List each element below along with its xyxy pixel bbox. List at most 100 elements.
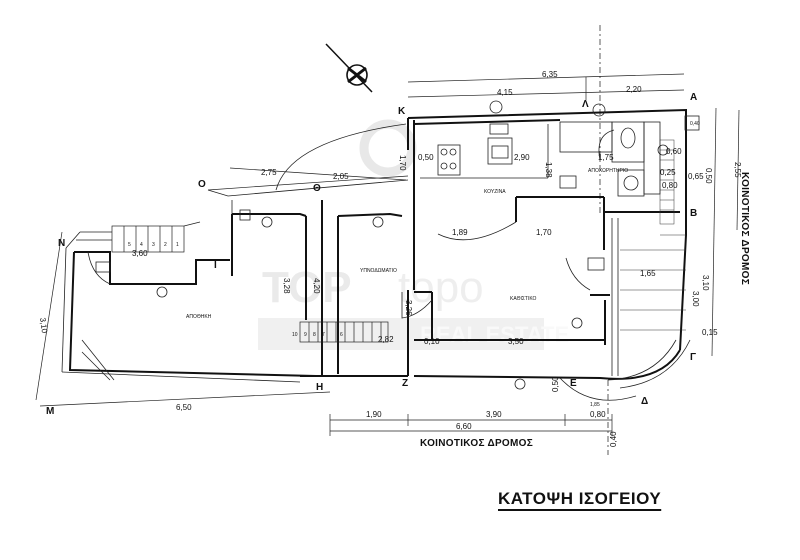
dim-upper-b: 2,05: [333, 172, 349, 181]
dim-top-right: 2,20: [626, 85, 642, 94]
stair-step-4: 4: [140, 242, 143, 248]
dim-bottom-d: 0,50: [551, 376, 560, 392]
dim-vert-c: 3,26: [404, 300, 413, 316]
stair-step-6: 6: [340, 332, 343, 338]
dim-right-a: 0,65: [688, 172, 704, 181]
dim-right-total: 2,55: [733, 162, 742, 178]
room-label-bedroom: ΥΠΝΟΔΩΜΑΤΙΟ: [360, 268, 397, 274]
stair-step-7: 7: [322, 332, 325, 338]
dim-kitchen-a: 0,50: [418, 153, 434, 162]
dim-wc-b: 0,60: [666, 147, 682, 156]
stair-step-9: 9: [304, 332, 307, 338]
interior-dimensions: 0,50 2,90 1,38 1,75 0,25 1,89 1,70 1,65 …: [282, 121, 700, 408]
dim-top-total: 6,35: [542, 70, 558, 79]
dim-living-f: 2,82: [378, 335, 394, 344]
stair-step-8: 8: [313, 332, 316, 338]
middle-staircase: 10 9 8 7 6: [292, 321, 389, 343]
dim-upper-c: 1,70: [398, 155, 407, 171]
dim-left-bottom: 6,50: [176, 403, 192, 412]
corner-M: Μ: [46, 406, 54, 417]
level-marker-icon: [372, 216, 384, 228]
dim-right-side: 3,10: [701, 275, 710, 291]
level-marker-icon: [261, 216, 273, 228]
plan-title: ΚΑΤΟΨΗ ΙΣΟΓΕΙΟΥ: [498, 489, 662, 508]
corner-O: Ο: [198, 179, 206, 190]
dim-bottom-a: 1,90: [366, 410, 382, 419]
dim-vert-a: 3,28: [282, 278, 291, 294]
left-dimension-chain: 6,50 3,10: [35, 231, 331, 412]
level-tags: [95, 115, 700, 273]
dim-living-c: 1,65: [640, 269, 656, 278]
watermark-topo: topo: [398, 263, 484, 312]
road-label-bottom: ΚΟΙΝΟΤΙΚΟΣ ΔΡΟΜΟΣ: [420, 438, 533, 449]
corner-G: Γ: [690, 352, 696, 363]
dim-wc-a: 0,80: [662, 181, 678, 190]
dim-kitchen-c: 1,38: [544, 162, 553, 178]
right-stair-strip: [620, 139, 686, 331]
north-arrow-icon: [325, 43, 373, 93]
corner-N: Ν: [58, 238, 65, 249]
top-dimension-chain: 6,35 4,15 2,20: [407, 70, 685, 100]
room-label-storage: ΑΠΟΘΗΚΗ: [186, 314, 212, 320]
dim-small-label: 0,40: [690, 121, 700, 127]
dim-vert-b: 4,20: [312, 278, 321, 294]
corner-I: Ι: [214, 260, 217, 271]
dim-kitchen-d: 1,75: [598, 153, 614, 162]
dim-top-left: 4,15: [497, 88, 513, 97]
corner-Z: Ζ: [402, 378, 408, 389]
room-label-kitchen: ΚΟΥΖΙΝΑ: [484, 189, 506, 195]
watermark: TOP topo REAL ESTATE: [258, 119, 569, 350]
level-markers: [156, 100, 669, 390]
watermark-real-estate: REAL ESTATE: [420, 322, 569, 347]
dim-bottom-c: 0,80: [590, 410, 606, 419]
level-marker-icon: [514, 378, 526, 390]
room-label-wc: ΑΠΟΧΩΡΗΤΗΡΙΟ: [588, 168, 628, 174]
stair-step-2: 2: [164, 242, 167, 248]
corner-A: Α: [690, 92, 697, 103]
level-marker-icon: [156, 286, 168, 298]
dim-left-side: 3,10: [38, 317, 49, 334]
right-dimension-chain: 2,55 3,10 3,00 0,65 0,50 0,15: [688, 107, 742, 357]
dim-right-lower: 3,00: [691, 291, 700, 307]
corner-E: Ε: [570, 378, 577, 389]
main-walls: [61, 108, 691, 389]
level-marker-icon: [489, 100, 503, 114]
dim-kitchen-b: 2,90: [514, 153, 530, 162]
corner-labels: Α Λ Κ Β Γ Δ Ε Ζ Η Θ Ι Ο Ν Μ: [46, 92, 697, 417]
dim-living-b: 1,70: [536, 228, 552, 237]
dim-corner: 1,85: [590, 402, 600, 408]
stair-step-5: 5: [128, 242, 131, 248]
stair-step-10: 10: [292, 332, 298, 338]
wc-fixtures: [559, 121, 661, 197]
kitchen-fixtures: [420, 123, 549, 179]
dim-bottom-total: 6,60: [456, 422, 472, 431]
corner-Th: Θ: [313, 183, 321, 194]
corner-L: Λ: [582, 99, 589, 110]
level-marker-icon: [657, 144, 669, 156]
level-marker-icon: [571, 317, 583, 329]
dim-living-e: 0,10: [424, 337, 440, 346]
corner-H: Η: [316, 382, 323, 393]
door-swings: [87, 123, 637, 401]
dim-bottom-b: 3,90: [486, 410, 502, 419]
upper-dimension-chain: 2,75 2,05 1,70: [207, 155, 409, 191]
road-label-right: ΚΟΙΝΟΤΙΚΟΣ ΔΡΟΜΟΣ: [739, 172, 750, 285]
corner-D: Δ: [641, 396, 648, 407]
dim-right-b: 0,50: [704, 168, 713, 184]
stair-step-3: 3: [152, 242, 155, 248]
room-label-living: ΚΑΘΙΣΤΙΚΟ: [510, 296, 537, 302]
dim-kitchen-e: 0,25: [660, 168, 676, 177]
bottom-dimension-chain: 1,90 3,90 0,80 6,60 0,50 0,40: [329, 376, 618, 447]
dim-bottom-e: 0,40: [609, 431, 618, 447]
watermark-pin-icon: [359, 119, 417, 177]
corner-K: Κ: [398, 106, 406, 117]
dim-right-c: 0,15: [702, 328, 718, 337]
storage-staircase: 1 2 3 4 5 3,60: [76, 221, 201, 258]
dim-living-a: 1,89: [452, 228, 468, 237]
dim-upper-a: 2,75: [261, 168, 277, 177]
level-marker-icon: [592, 103, 606, 117]
watermark-band: [258, 318, 544, 350]
dim-stair-a: 3,60: [132, 249, 148, 258]
dim-living-d: 3,50: [508, 337, 524, 346]
